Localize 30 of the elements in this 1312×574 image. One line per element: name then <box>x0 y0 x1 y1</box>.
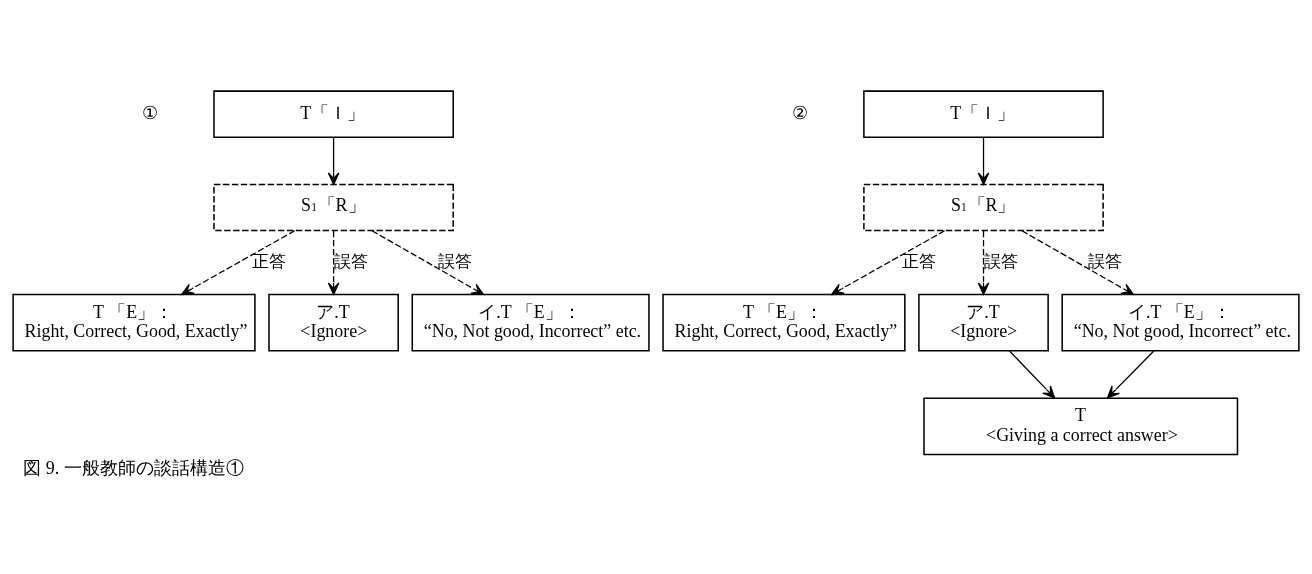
node-box: S1「R」 <box>863 183 1104 231</box>
node-box: イ.T 「E」： “No, Not good, Incorrect” etc. <box>411 293 650 352</box>
edge-label: 誤答 <box>333 251 368 271</box>
arrow <box>327 136 340 185</box>
arrow <box>1008 349 1056 398</box>
edge-label: 正答 <box>901 251 936 271</box>
arrow <box>977 136 990 185</box>
edge-label: 誤答 <box>1088 251 1123 271</box>
node-box: ア.T <Ignore> <box>918 293 1049 352</box>
arrow <box>1106 349 1155 398</box>
arrow <box>830 229 946 295</box>
node-box: T「Ｉ」 <box>863 89 1104 138</box>
edge-label: 誤答 <box>438 251 473 271</box>
node-box: ア.T <Ignore> <box>268 293 399 352</box>
arrow <box>1021 229 1135 295</box>
arrow <box>977 229 990 295</box>
node-box: T「Ｉ」 <box>213 89 454 138</box>
node-box: T 「E」： Right, Correct, Good, Exactly” <box>662 293 906 352</box>
edge-label: 誤答 <box>983 251 1018 271</box>
node-box: S1「R」 <box>213 183 454 231</box>
label: ① <box>142 102 159 123</box>
arrow <box>327 229 340 295</box>
node-box: T <Giving a correct answer> <box>923 396 1239 455</box>
node-box: T 「E」： Right, Correct, Good, Exactly” <box>12 293 256 352</box>
arrow <box>181 229 296 295</box>
edge-label: 正答 <box>251 251 286 271</box>
label: ② <box>792 102 809 123</box>
caption: 図 9. 一般教師の談話構造① <box>23 457 244 478</box>
node-box: イ.T 「E」： “No, Not good, Incorrect” etc. <box>1061 293 1300 352</box>
arrow <box>371 229 485 295</box>
